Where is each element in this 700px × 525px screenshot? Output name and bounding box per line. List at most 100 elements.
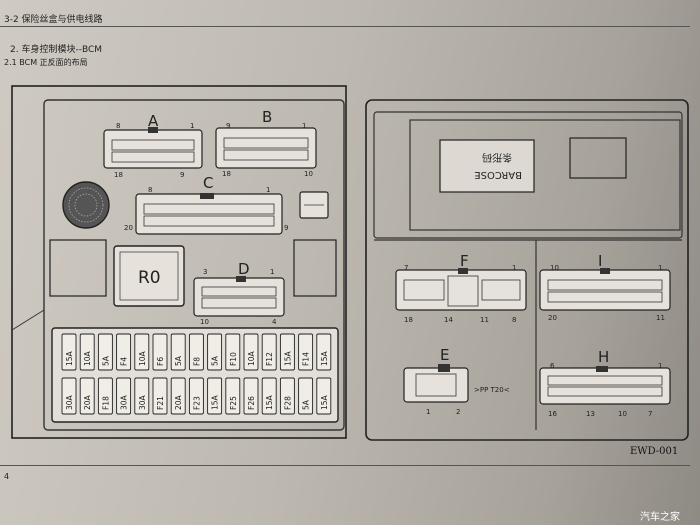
bcm-front-housing: [43, 99, 345, 431]
top-fuse-slot: [207, 333, 223, 371]
top-fuse-label: 15A: [320, 350, 329, 366]
connector-i-pin-bl: 20: [548, 314, 557, 322]
connector-a-pin-bl: 18: [114, 171, 123, 179]
section-title: 2. 车身控制模块--BCM: [10, 45, 103, 55]
relay-r0: R0: [113, 245, 185, 307]
connector-i-pin-left: 10: [550, 264, 559, 272]
top-fuse-slot: [170, 333, 186, 371]
page-footer: 4: [4, 472, 10, 481]
barcode-sticker: BARCOSE 条形码: [439, 139, 535, 193]
section-header: 3-2 保险丝盒与供电线路: [4, 15, 103, 25]
top-fuse-label: 5A: [101, 355, 110, 366]
top-fuse-label: 10A: [247, 350, 256, 366]
bottom-fuse-slot: [316, 377, 332, 415]
top-fuse-label: 10A: [83, 350, 92, 366]
barcode-text: BARCOSE: [474, 169, 522, 180]
connector-i-pin-br: 11: [656, 314, 665, 322]
bottom-fuse-slot: [225, 377, 241, 415]
connector-i-label: I: [598, 252, 602, 270]
connector-d-pin-right: 1: [270, 268, 274, 276]
connector-a-pin-br: 9: [180, 171, 184, 179]
top-fuse-label: F10: [229, 352, 238, 366]
connector-d-pin-left: 3: [203, 268, 207, 276]
connector-f: F 7 1 18 14 11 8: [395, 252, 527, 324]
connector-b-pin-left: 9: [226, 122, 230, 130]
bottom-fuse-label: F21: [156, 396, 165, 410]
buzzer: [62, 181, 110, 229]
bottom-fuse-label: 5A: [302, 399, 311, 410]
connector-b-label: B: [262, 108, 272, 126]
top-fuse-label: 15A: [283, 350, 292, 366]
bottom-fuse-slot: [79, 377, 95, 415]
connector-f-label: F: [460, 252, 469, 270]
bottom-fuse-slot: [152, 377, 168, 415]
rear-top-housing: [373, 111, 683, 239]
top-fuse-label: F6: [156, 357, 165, 366]
connector-b-pin-right: 1: [302, 122, 306, 130]
connector-f-pin-1: 18: [404, 316, 413, 324]
connector-f-pin-right: 1: [512, 264, 516, 272]
figure-code: EWD-001: [630, 446, 679, 457]
bottom-fuse-label: F18: [101, 396, 110, 410]
top-fuse-slot: [316, 333, 332, 371]
connector-c-pin-left: 8: [148, 186, 152, 194]
bottom-fuse-label: 20A: [174, 394, 183, 410]
connector-h-pin-right: 1: [658, 362, 662, 370]
bottom-fuse-label: 15A: [265, 394, 274, 410]
watermark: 汽车之家: [640, 512, 680, 523]
top-fuse-label: F14: [302, 352, 311, 366]
subsection-title: 2.1 BCM 正反面的布局: [4, 58, 88, 67]
connector-h-label: H: [598, 348, 609, 366]
footer-rule: [0, 465, 690, 466]
connector-i: I 10 1 20 11: [539, 252, 671, 322]
bottom-fuse-label: 15A: [320, 394, 329, 410]
connector-c-label: C: [203, 174, 213, 192]
connector-f-pin-2: 14: [444, 316, 453, 324]
bottom-fuse-label: F28: [283, 396, 292, 410]
top-fuse-label: 15A: [65, 350, 74, 366]
header-rule: [0, 26, 690, 27]
bottom-fuse-slot: [188, 377, 204, 415]
relay-label: R0: [138, 268, 161, 288]
bottom-fuse-slot: [97, 377, 113, 415]
top-fuse-label: F4: [120, 357, 129, 366]
bottom-fuse-slot: [134, 377, 150, 415]
top-fuse-slot: [97, 333, 113, 371]
top-fuse-slot: [243, 333, 259, 371]
bottom-fuse-label: 30A: [120, 394, 129, 410]
connector-c-pin-right: 1: [266, 186, 270, 194]
housing-edge: [11, 309, 45, 331]
connector-f-pin-3: 11: [480, 316, 489, 324]
connector-a-label: A: [148, 112, 159, 130]
top-fuse-label: 10A: [138, 350, 147, 366]
connector-d-pin-br: 4: [272, 318, 277, 326]
top-fuse-slot: [61, 333, 77, 371]
top-fuse-slot: [188, 333, 204, 371]
connector-f-pin-4: 8: [512, 316, 516, 324]
mount-block-left: [49, 239, 107, 297]
top-fuse-slot: [261, 333, 277, 371]
connector-c-pin-bl: 20: [124, 224, 133, 232]
bottom-fuse-label: 30A: [65, 394, 74, 410]
barcode-text-cn: 条形码: [482, 151, 512, 164]
connector-e-label: E: [440, 346, 449, 364]
top-fuse-slot: [116, 333, 132, 371]
connector-h-pin-2: 13: [586, 410, 595, 418]
bottom-fuse-label: F25: [229, 396, 238, 410]
connector-d-pin-bl: 10: [200, 318, 209, 326]
rear-window: [569, 137, 627, 179]
connector-b-pin-bl: 18: [222, 170, 231, 178]
top-fuse-slot: [279, 333, 295, 371]
top-fuse-slot: [225, 333, 241, 371]
bcm-rear-outline: [365, 99, 689, 441]
connector-h-pin-4: 7: [648, 410, 652, 418]
connector-e-material: >PP T20<: [474, 386, 510, 394]
connector-a: A 8 1 18 9: [103, 112, 203, 179]
top-fuse-label: 5A: [174, 355, 183, 366]
connector-h-pin-1: 16: [548, 410, 557, 418]
bottom-fuse-label: F23: [192, 396, 201, 410]
top-fuse-label: F8: [192, 357, 201, 366]
bottom-fuse-slot: [207, 377, 223, 415]
connector-e: E 1 2 >PP T20<: [403, 346, 510, 416]
